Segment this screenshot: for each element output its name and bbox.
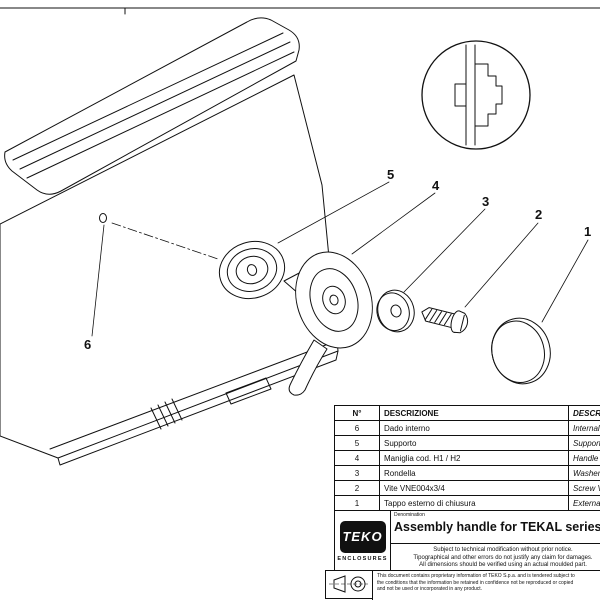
- part-screw: [421, 307, 469, 334]
- part-label-4: 4: [432, 178, 440, 193]
- table-row: 2 Vite VNE004x3/4 Screw VNE004x3/4: [334, 480, 600, 496]
- part-name-it: Tappo esterno di chiusura: [379, 495, 569, 511]
- part-label-3: 3: [482, 194, 490, 209]
- recess-detail: [225, 377, 272, 405]
- part-name-en: Screw VNE004x3/4: [568, 480, 600, 496]
- part-label-6: 6: [84, 337, 92, 352]
- detail-circle: [421, 40, 531, 150]
- table-row: 4 Maniglia cod. H1 / H2 Handle cod. H1 /…: [334, 450, 600, 466]
- part-cap: [491, 317, 551, 385]
- part-number: 2: [334, 480, 380, 496]
- part-name-it: Vite VNE004x3/4: [379, 480, 569, 496]
- col-header-number: N°: [334, 405, 380, 421]
- denomination-cell: Denomination Assembly handle for TEKAL s…: [391, 511, 600, 544]
- parts-table: N° DESCRIZIONE DESCRIPTION 6 Dado intern…: [334, 405, 600, 511]
- disclaimer-line: Subject to technical modification withou…: [433, 547, 573, 553]
- part-washer: [376, 289, 415, 333]
- part-label-2: 2: [535, 207, 543, 222]
- proprietary-line: and not be used or incorporated in any p…: [377, 586, 483, 592]
- proprietary-line: This document contains proprietary infor…: [377, 573, 575, 579]
- table-row: 3 Rondella Washer: [334, 465, 600, 481]
- sheet-border: [0, 7, 600, 15]
- table-row: 6 Dado interno Internal nut: [334, 420, 600, 436]
- logo-subtitle: ENCLOSURES: [337, 555, 388, 562]
- logo-cell: TEKO ENCLOSURES: [335, 511, 391, 571]
- denomination-label: Denomination: [394, 512, 425, 518]
- assembly-axis: [111, 222, 219, 260]
- document-title: Assembly handle for TEKAL series: [394, 520, 600, 534]
- teko-logo: TEKO: [339, 520, 386, 553]
- enclosure-body: [0, 74, 339, 466]
- part-name-it: Supporto: [379, 435, 569, 451]
- table-row: 1 Tappo esterno di chiusura External clo…: [334, 495, 600, 511]
- part-name-it: Maniglia cod. H1 / H2: [379, 450, 569, 466]
- col-header-description-en: DESCRIPTION: [568, 405, 600, 421]
- part-name-en: External closing cap: [568, 495, 600, 511]
- part-name-en: Support: [568, 435, 600, 451]
- part-number: 5: [334, 435, 380, 451]
- disclaimer: Subject to technical modification withou…: [391, 544, 600, 571]
- table-row: 5 Supporto Support: [334, 435, 600, 451]
- vent-slots: [150, 398, 183, 430]
- mounting-hole: [99, 213, 107, 223]
- part-name-it: Rondella: [379, 465, 569, 481]
- part-name-en: Washer: [568, 465, 600, 481]
- part-handle: [283, 251, 373, 396]
- projection-symbol-box: [325, 570, 374, 599]
- logo-brand-text: TEKO: [342, 529, 383, 544]
- part-label-1: 1: [584, 224, 592, 239]
- enclosure-lid: [4, 17, 300, 195]
- part-name-it: Dado interno: [379, 420, 569, 436]
- part-number: 1: [334, 495, 380, 511]
- leader-lines: [91, 181, 589, 337]
- table-header-row: N° DESCRIZIONE DESCRIPTION: [334, 405, 600, 421]
- part-name-en: Internal nut: [568, 420, 600, 436]
- part-number: 4: [334, 450, 380, 466]
- col-header-descrizione: DESCRIZIONE: [379, 405, 569, 421]
- proprietary-line: the conditions that the information be r…: [377, 579, 574, 586]
- title-block: TEKO ENCLOSURES Denomination Assembly ha…: [334, 510, 600, 572]
- proprietary-notice: This document contains proprietary infor…: [372, 570, 600, 600]
- part-number: 3: [334, 465, 380, 481]
- part-label-5: 5: [387, 167, 395, 182]
- part-name-en: Handle cod. H1 / H2: [568, 450, 600, 466]
- disclaimer-line: Tipographical and other errors do not ju…: [413, 554, 593, 561]
- disclaimer-line: All dimensions should be verified using …: [419, 562, 587, 568]
- part-support: [218, 240, 286, 300]
- part-number: 6: [334, 420, 380, 436]
- projection-symbol-icon: [329, 575, 368, 593]
